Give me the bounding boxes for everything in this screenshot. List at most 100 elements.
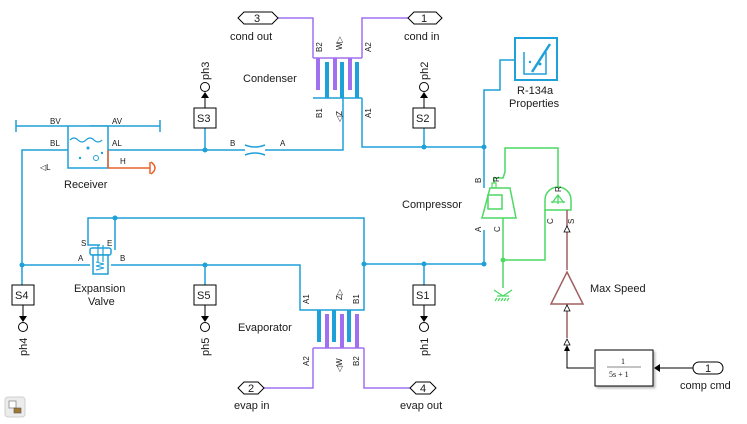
port-evap-in[interactable]: 2 evap in bbox=[234, 381, 269, 412]
sensor-s4[interactable]: S4 ph4 bbox=[11, 284, 35, 356]
junction-dot bbox=[481, 144, 487, 150]
line-pipe-to-condenser[interactable] bbox=[265, 125, 344, 151]
compressor-r-line[interactable] bbox=[493, 147, 559, 188]
hide-show-explorer-button[interactable] bbox=[4, 396, 26, 418]
line-properties[interactable] bbox=[483, 59, 515, 147]
sensor-s5-label: S5 bbox=[197, 290, 210, 302]
junction-dot bbox=[202, 147, 208, 153]
condenser-port-a2: A2 bbox=[364, 42, 373, 52]
valve-stem-icon bbox=[97, 245, 104, 262]
speed-port-s: S bbox=[567, 219, 576, 224]
bubble-icon bbox=[86, 146, 90, 150]
expansion-valve-block[interactable]: S E A B Expansion Valve bbox=[74, 239, 125, 308]
junction-dot bbox=[421, 144, 427, 150]
line-receiver-left[interactable] bbox=[21, 149, 245, 265]
junction-dot bbox=[421, 261, 427, 267]
sensor-s5-output: ph5 bbox=[200, 338, 212, 356]
port-cond-out[interactable]: 3 cond out bbox=[230, 11, 279, 43]
speed-port-c: C bbox=[546, 218, 555, 224]
tf-output-line[interactable] bbox=[566, 350, 594, 369]
properties-label-2: Properties bbox=[509, 98, 560, 110]
line-valve-to-evaporator[interactable] bbox=[111, 264, 301, 285]
evaporator-port-b1: B1 bbox=[352, 294, 361, 304]
gain-triangle-icon bbox=[549, 270, 585, 305]
compressor-shaft-icon bbox=[491, 182, 497, 189]
valve-label-1: Expansion bbox=[74, 283, 125, 295]
receiver-heat-port-line[interactable] bbox=[107, 150, 150, 169]
compressor-port-a: A bbox=[474, 226, 483, 232]
evaporator-label: Evaporator bbox=[238, 322, 292, 334]
port-3-shape bbox=[237, 11, 279, 25]
speed-source-c-line[interactable] bbox=[503, 210, 546, 261]
line-cond-out[interactable] bbox=[278, 17, 314, 58]
line-valve-s[interactable] bbox=[87, 217, 115, 246]
port-cond-in[interactable]: 1 cond in bbox=[404, 11, 443, 43]
max-speed-gain-block[interactable]: Max Speed bbox=[549, 270, 646, 346]
condenser-port-z: ◁Z bbox=[335, 111, 344, 122]
junction-dot bbox=[202, 262, 208, 268]
line-evap-out[interactable] bbox=[363, 348, 410, 389]
sensor-s3-output: ph3 bbox=[200, 62, 212, 80]
compressor-inner-icon bbox=[487, 194, 503, 210]
arrow-icon bbox=[654, 364, 660, 372]
port-2-label: evap in bbox=[234, 400, 269, 412]
line-condenser-to-compressor[interactable] bbox=[361, 125, 485, 188]
arrow-icon bbox=[201, 316, 209, 322]
mechanical-ground-icon bbox=[493, 289, 513, 302]
sensor-s5-outport-icon bbox=[200, 322, 210, 332]
inport-label: comp cmd bbox=[680, 380, 731, 392]
inport-comp-cmd[interactable]: 1 comp cmd bbox=[680, 361, 731, 392]
sensor-s3-label: S3 bbox=[197, 113, 210, 125]
inport-shape bbox=[692, 361, 724, 375]
junction-dot bbox=[481, 261, 487, 267]
receiver-block[interactable]: BV AV BL AL H ◁L Receiver bbox=[15, 117, 161, 191]
sensor-s5[interactable]: S5 ph5 bbox=[193, 284, 217, 356]
evaporator-port-a1: A1 bbox=[302, 294, 311, 304]
condenser-port-w: W▷ bbox=[335, 35, 344, 50]
stirrer-icon bbox=[530, 43, 552, 73]
condenser-port-a1: A1 bbox=[364, 108, 373, 118]
compressor-block[interactable]: B R A C Compressor bbox=[402, 147, 559, 302]
condenser-block[interactable]: B2 A2 W▷ B1 A1 ◁Z Condenser bbox=[243, 17, 408, 125]
line-evap-in[interactable] bbox=[264, 348, 314, 389]
evaporator-block[interactable]: A1 B1 Z▷ A2 B2 ◁W Evaporator bbox=[238, 285, 410, 389]
line-cond-in[interactable] bbox=[361, 17, 408, 58]
sensor-s3-outport-icon bbox=[200, 82, 210, 92]
speed-arrow-icon bbox=[551, 193, 565, 204]
input-port-arrow-icon bbox=[563, 338, 571, 346]
arrow-icon bbox=[420, 316, 428, 322]
sensor-s4-output: ph4 bbox=[18, 338, 30, 356]
condenser-refrigerant-channels bbox=[325, 62, 359, 98]
sensor-s4-outport-icon bbox=[18, 322, 28, 332]
arrow-icon bbox=[201, 92, 209, 98]
sensor-s1[interactable]: S1 ph1 bbox=[412, 284, 436, 356]
port-3-number: 3 bbox=[254, 13, 260, 25]
receiver-vapor-rails bbox=[15, 120, 161, 132]
port-3-label: cond out bbox=[230, 31, 272, 43]
junction-dot bbox=[112, 215, 118, 221]
speed-source-block[interactable]: R C S bbox=[544, 186, 576, 270]
arrow-icon bbox=[420, 92, 428, 98]
port-2-shape bbox=[237, 381, 265, 395]
port-1-shape bbox=[407, 11, 443, 25]
compressor-body-icon bbox=[481, 187, 517, 219]
transfer-function-block[interactable]: 1 5s + 1 bbox=[564, 345, 693, 387]
evaporator-port-b2: B2 bbox=[352, 356, 361, 366]
pipe-block[interactable]: B A bbox=[230, 139, 286, 156]
line-valve-sense[interactable] bbox=[114, 217, 365, 264]
condenser-port-b1: B1 bbox=[315, 108, 324, 118]
properties-block[interactable]: R-134a Properties bbox=[509, 37, 560, 110]
valve-port-b: B bbox=[120, 254, 125, 263]
bubble-icon bbox=[538, 62, 542, 66]
speed-port-r: R bbox=[554, 186, 563, 192]
port-evap-out[interactable]: 4 evap out bbox=[400, 381, 442, 412]
sensor-s1-output: ph1 bbox=[419, 338, 431, 356]
port-l-label: ◁L bbox=[40, 163, 51, 172]
tf-box bbox=[594, 349, 654, 387]
pipe-icon bbox=[244, 144, 266, 156]
port-4-number: 4 bbox=[420, 383, 426, 395]
evaporator-port-a2: A2 bbox=[302, 356, 311, 366]
sensor-s3[interactable]: S3 ph3 bbox=[193, 62, 217, 129]
sensor-s2[interactable]: S2 ph2 bbox=[412, 62, 436, 129]
